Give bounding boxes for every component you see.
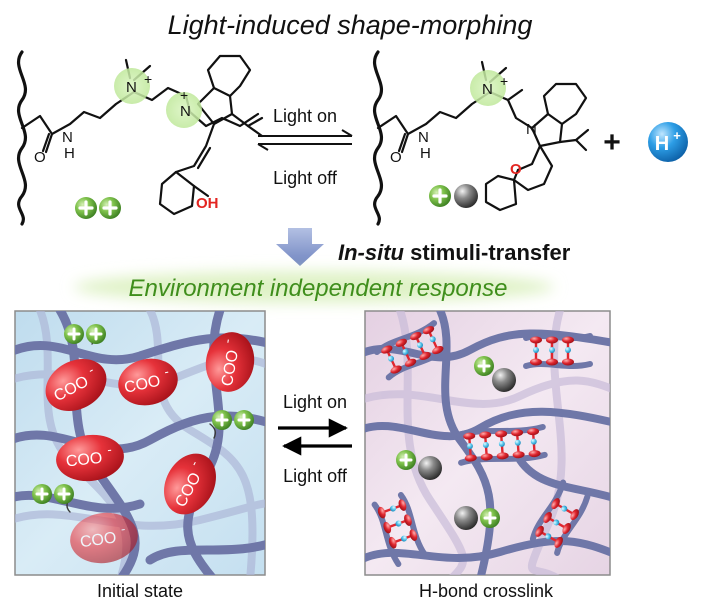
cation-ball-pair	[396, 450, 442, 480]
oxygen-carbonyl-left: O	[34, 149, 46, 166]
cation-pairs-left-panel	[32, 324, 254, 504]
equilibrium-arrows-bottom	[278, 418, 352, 456]
ammonium-charge-halo-right	[470, 70, 506, 106]
svg-text:-: -	[85, 362, 96, 377]
ammonium-charge-left: +	[144, 71, 152, 87]
banner-text: Environment independent response	[129, 275, 508, 302]
indolium-nitrogen-left: N	[180, 103, 191, 120]
cation-pair	[212, 410, 254, 430]
hbond-bundle	[371, 492, 428, 568]
cation-pair	[32, 484, 74, 504]
hydrogen-amide-left: H	[64, 145, 75, 162]
right-panel-caption: H-bond crosslink	[419, 581, 554, 601]
svg-text:-: -	[163, 364, 170, 380]
svg-text:-: -	[219, 338, 235, 345]
svg-text:H: H	[655, 133, 669, 155]
svg-text:-: -	[106, 442, 112, 457]
ammonium-nitrogen-left: N	[126, 79, 137, 96]
reverse-label-top: Light off	[273, 168, 338, 188]
hbond-bundle	[456, 423, 548, 466]
indolium-charge-left: +	[180, 87, 188, 103]
polymer-backbone-left	[16, 50, 28, 226]
carboxylate-blob: COO -	[70, 512, 138, 564]
hbond-bundle	[529, 479, 591, 556]
pyran-oxygen-right: O	[510, 161, 522, 178]
indolium-charge-halo	[166, 92, 202, 128]
right-panel	[364, 310, 611, 576]
svg-text:COO: COO	[219, 349, 242, 388]
carboxylate-blob: COO -	[45, 359, 107, 411]
plus-sign: +	[603, 126, 621, 159]
svg-text:COO: COO	[79, 529, 117, 551]
left-panel-caption: Initial state	[97, 581, 183, 601]
svg-text:-: -	[186, 458, 201, 469]
left-panel: COO - COO - COO - COO - COO -	[14, 310, 266, 576]
carboxylate-blob: COO -	[118, 358, 178, 406]
ammonium-nitrogen-right: N	[482, 81, 493, 98]
hydroxyl-label: OH	[196, 195, 219, 212]
oxygen-carbonyl-right: O	[390, 149, 402, 166]
svg-text:COO: COO	[65, 450, 103, 471]
svg-text:-: -	[120, 521, 126, 536]
proton-sphere: H +	[648, 122, 688, 162]
forward-label-top: Light on	[273, 106, 337, 126]
carboxylate-groups: COO - COO - COO - COO - COO -	[45, 332, 255, 564]
cation-ball-pair	[474, 356, 516, 392]
hbond-bundle	[523, 333, 593, 369]
diagram-title: Light-induced shape-morphing	[168, 10, 533, 40]
carboxylate-blob: COO -	[164, 453, 216, 515]
down-arrow	[276, 228, 324, 266]
nitrogen-amide-left: N	[62, 129, 73, 146]
nitrogen-amide-right: N	[418, 129, 429, 146]
cation-ball-pairs-right-panel	[396, 356, 516, 530]
forward-label-bottom: Light on	[283, 392, 347, 412]
polymer-backbone-right	[372, 50, 384, 226]
equilibrium-arrows-top	[257, 129, 353, 151]
cation-ball-pair-right	[429, 184, 478, 208]
right-molecule	[372, 50, 590, 226]
ammonium-charge-halo	[114, 68, 150, 104]
indoline-nitrogen-right: N	[526, 121, 537, 138]
svg-text:+: +	[673, 128, 681, 143]
cation-pair-left	[75, 197, 121, 219]
hydrogen-amide-right: H	[420, 145, 431, 162]
cation-pair	[64, 324, 106, 344]
cation-ball-pair	[454, 506, 500, 530]
ammonium-charge-right: +	[500, 73, 508, 89]
carboxylate-blob: COO -	[205, 332, 255, 392]
reverse-label-bottom: Light off	[283, 466, 348, 486]
banner-glow	[74, 271, 554, 303]
stimuli-transfer-label: In-situ stimuli-transfer	[338, 240, 571, 265]
carboxylate-blob: COO -	[56, 434, 124, 482]
hbond-bundle	[373, 320, 449, 381]
